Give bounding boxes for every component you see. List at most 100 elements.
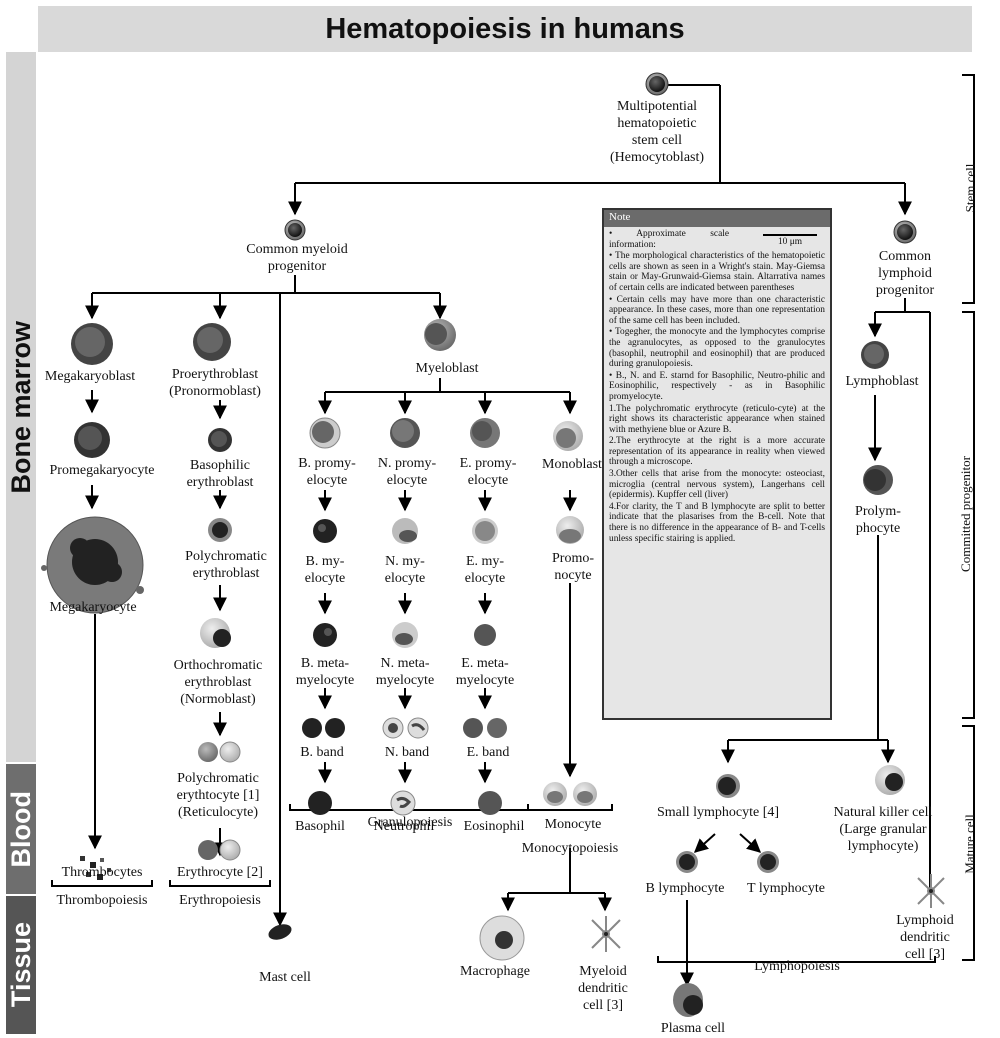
cell-b-metamyelocyte-icon	[313, 623, 337, 647]
label-b-myelocyte: B. my-elocyte	[304, 554, 346, 586]
cell-stem-icon	[645, 72, 669, 96]
label-n-myelocyte: N. my-elocyte	[384, 554, 426, 586]
cell-macrophage-icon	[479, 915, 525, 961]
label-small-lymphocyte: Small lymphocyte [4]	[656, 805, 780, 820]
page-title: Hematopoiesis in humans	[325, 12, 685, 45]
cell-e-myelocyte-icon	[472, 518, 498, 544]
label-megakaryocyte: Megakaryocyte	[49, 600, 137, 615]
cell-b-myelocyte-icon	[313, 519, 337, 543]
cell-reticulocyte-icon	[198, 741, 241, 763]
stage-stem-cell: Stem cell	[962, 163, 978, 213]
cell-t-lymphocyte-icon	[757, 851, 779, 873]
label-mast-cell: Mast cell	[259, 970, 311, 985]
label-e-promyelocyte: E. promy-elocyte	[459, 456, 517, 488]
label-macrophage: Macrophage	[460, 964, 530, 979]
label-e-metamyelocyte: E. meta-myelocyte	[455, 656, 515, 688]
label-plasma-cell: Plasma cell	[660, 1021, 726, 1036]
cell-myeloid-progenitor-icon	[284, 219, 306, 241]
cell-promegakaryocyte-icon	[74, 422, 110, 458]
cell-e-metamyelocyte-icon	[474, 624, 496, 646]
label-monoblast: Monoblast	[542, 457, 602, 472]
cell-megakaryoblast-icon	[71, 323, 113, 365]
cell-lymphoblast-icon	[861, 341, 889, 369]
label-erythrocyte: Erythrocyte [2]	[177, 865, 263, 880]
note-item: 3.Other cells that arise from the monocy…	[609, 469, 825, 501]
note-item: • Togegher, the monocyte and the lymphoc…	[609, 327, 825, 370]
label-neutrophil: Neutrophil	[373, 819, 435, 834]
label-e-band: E. band	[466, 745, 510, 760]
label-b-lymphocyte: B lymphocyte	[645, 881, 725, 896]
label-n-promyelocyte: N. promy-elocyte	[377, 456, 437, 488]
label-thrombocytes: Thrombocytes	[61, 865, 143, 880]
cell-b-promyelocyte-icon	[309, 417, 341, 449]
process-granulopoiesis: Granulopoiesis	[367, 815, 453, 830]
cell-e-promyelocyte-icon	[470, 418, 500, 448]
label-megakaryoblast: Megakaryoblast	[44, 369, 136, 384]
label-lymphoblast: Lymphoblast	[845, 374, 919, 389]
label-promegakaryocyte: Promegakaryocyte	[49, 463, 155, 478]
note-item: • Certain cells may have more than one c…	[609, 294, 825, 326]
label-n-metamyelocyte: N. meta-myelocyte	[375, 656, 435, 688]
cell-thrombocytes-icon	[80, 856, 111, 880]
cell-n-metamyelocyte-icon	[392, 622, 418, 648]
label-n-band: N. band	[384, 745, 430, 760]
cell-plasma-cell-icon	[673, 983, 703, 1017]
cell-n-band-icon	[382, 717, 429, 739]
stage-mature-cell: Mature cell	[961, 814, 977, 874]
region-blood: Blood	[6, 764, 36, 894]
note-body: • Approximate scale information: 10 μm •…	[604, 227, 830, 547]
label-myeloblast: Myeloblast	[415, 361, 479, 376]
cell-myeloid-dendritic-icon	[591, 916, 621, 952]
note-item: • B., N. and E. starnd for Basophilic, N…	[609, 370, 825, 402]
cell-n-myelocyte-icon	[392, 518, 418, 544]
process-thrombopoiesis: Thrombopoiesis	[56, 893, 148, 908]
note-scale-value: 10 μm	[777, 237, 803, 247]
label-eosinophil: Eosinophil	[463, 819, 525, 834]
region-tissue: Tissue	[6, 896, 36, 1034]
cell-prolymphocyte-icon	[863, 465, 893, 495]
label-e-myelocyte: E. my-elocyte	[464, 554, 506, 586]
note-item: 1.The polychromatic erythrocyte (reticul…	[609, 403, 825, 435]
cell-orthochromatic-erythroblast-icon	[200, 618, 231, 648]
note-scale-label: • Approximate scale information:	[609, 229, 729, 250]
cell-monocyte-icon	[543, 782, 597, 806]
cell-eosinophil-icon	[478, 791, 502, 815]
cell-proerythroblast-icon	[193, 323, 231, 361]
cell-neutrophil-icon	[390, 790, 416, 816]
note-item: • The morphological characteristics of t…	[609, 251, 825, 293]
label-b-promyelocyte: B. promy-elocyte	[298, 456, 356, 488]
process-erythropoiesis: Erythropoiesis	[179, 893, 261, 908]
cell-b-lymphocyte-icon	[676, 851, 698, 873]
cell-small-lymphocyte-icon	[716, 774, 740, 798]
label-b-metamyelocyte: B. meta-myelocyte	[295, 656, 355, 688]
label-t-lymphocyte: T lymphocyte	[747, 881, 825, 896]
note-box: Note • Approximate scale information: 10…	[602, 208, 832, 720]
label-prolymphocyte: Prolym-phocyte	[855, 504, 901, 536]
label-proerythroblast: Proerythroblast(Pronormoblast)	[169, 367, 261, 399]
cell-lymphoid-progenitor-icon	[893, 220, 917, 244]
label-b-band: B. band	[300, 745, 344, 760]
note-scale: • Approximate scale information: 10 μm	[609, 229, 825, 250]
cell-n-promyelocyte-icon	[390, 418, 420, 448]
process-lymphopoiesis: Lymphopoiesis	[754, 959, 840, 974]
note-heading: Note	[604, 210, 830, 227]
note-item: 2.The erythrocyte at the right is a more…	[609, 436, 825, 468]
cell-nk-cell-icon	[875, 765, 905, 795]
stage-committed-progenitor: Committed progenitor	[957, 456, 973, 572]
cell-mast-cell-icon	[268, 924, 292, 940]
label-promonocyte: Promo-nocyte	[552, 551, 594, 583]
note-item: 4.For clarity, the T and B lymphocyte ar…	[609, 501, 825, 544]
cell-b-band-icon	[302, 718, 345, 738]
cell-basophilic-erythroblast-icon	[208, 428, 232, 452]
cell-e-band-icon	[463, 718, 507, 738]
